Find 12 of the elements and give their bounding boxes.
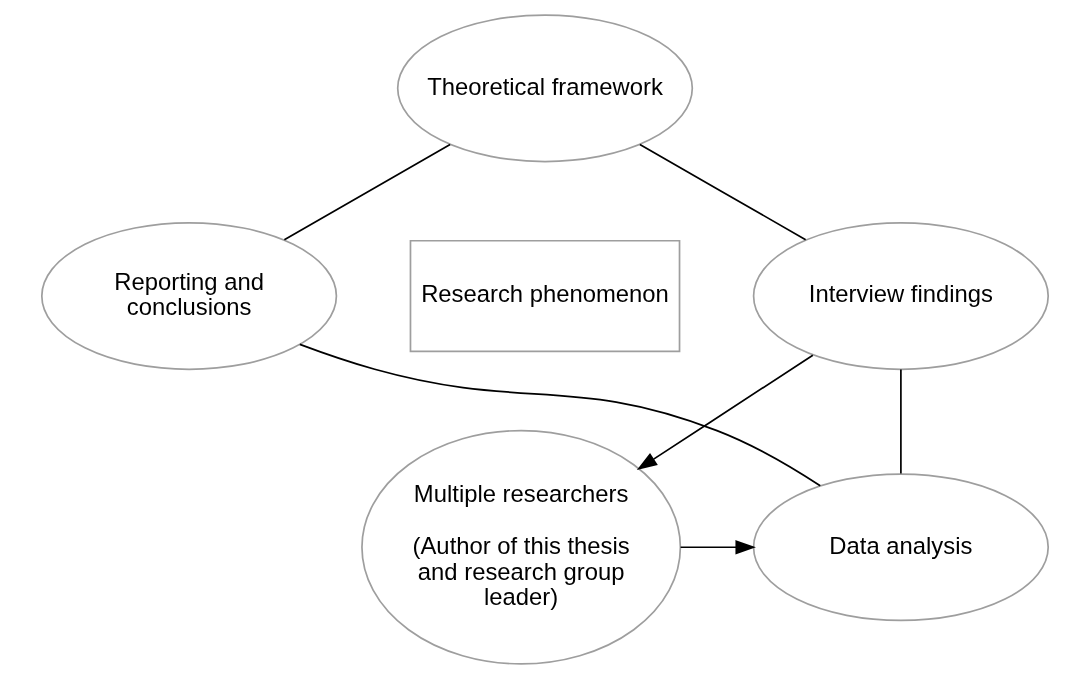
connector	[900, 368, 902, 475]
connector	[283, 143, 451, 241]
node-ellipse: Multiple researchers (Author of this thesis and research group leader)	[361, 429, 682, 665]
node-ellipse: Data analysis	[752, 473, 1050, 622]
node-ellipse: Reporting and conclusions	[40, 222, 338, 371]
node-ellipse: Interview findings	[752, 222, 1050, 371]
connector	[299, 343, 822, 487]
arrow	[679, 540, 756, 555]
node-box: Research phenomenon	[409, 239, 681, 353]
node-ellipse: Theoretical framework	[396, 14, 694, 163]
arrow	[636, 354, 814, 471]
connector	[639, 143, 807, 241]
